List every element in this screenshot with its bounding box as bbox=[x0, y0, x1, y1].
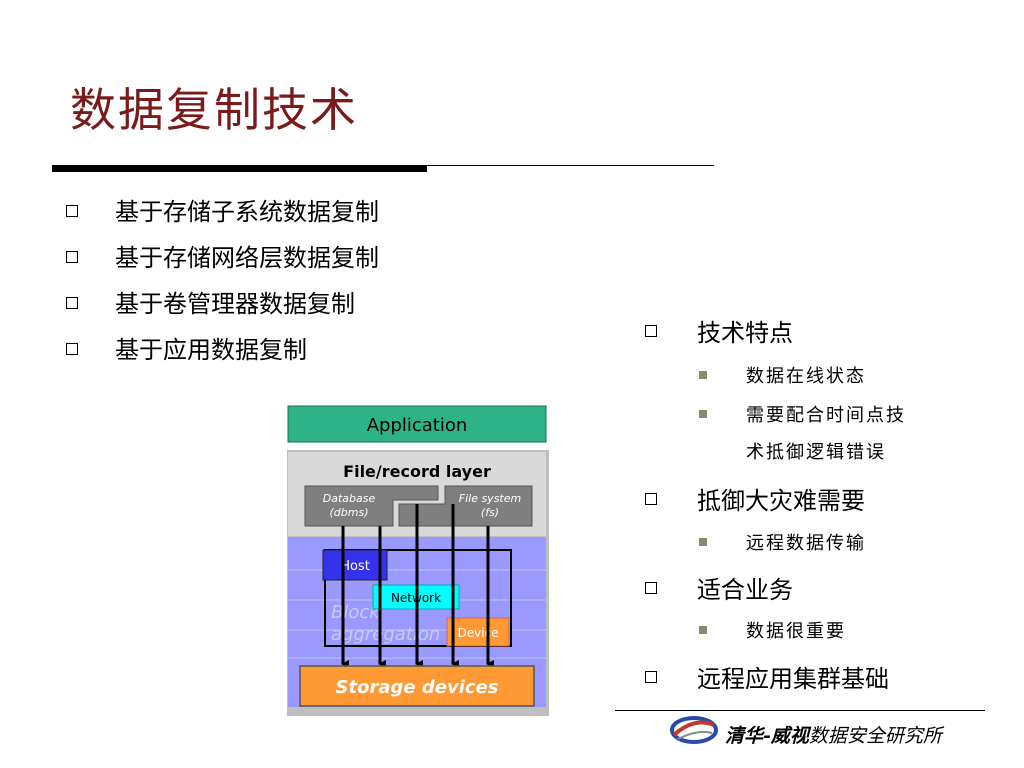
footer-institute: 数据安全研究所 bbox=[808, 725, 942, 747]
footer-brand: 清华-威视 bbox=[725, 725, 809, 747]
bullet-icon bbox=[645, 493, 657, 505]
file-layer-label: File/record layer bbox=[343, 462, 491, 481]
sub-item: 数据很重要 bbox=[746, 621, 846, 642]
right-item-tech-features: 技术特点 bbox=[697, 319, 793, 347]
block-aggregation-label-2: aggregation bbox=[331, 624, 440, 645]
host-label: Host bbox=[340, 559, 370, 574]
bullet-icon bbox=[645, 325, 657, 337]
title-underline-thin bbox=[427, 165, 714, 166]
device-label: Device bbox=[457, 626, 498, 640]
bullet-icon bbox=[66, 205, 78, 217]
storage-layer-diagram: Application File/record layer Database (… bbox=[287, 405, 549, 716]
bullet-icon bbox=[66, 297, 78, 309]
database-label-2: (dbms) bbox=[330, 506, 369, 519]
storage-devices-box bbox=[299, 665, 535, 707]
bullet-icon bbox=[66, 251, 78, 263]
database-filesystem-shape bbox=[304, 485, 439, 527]
bullet-icon bbox=[645, 582, 657, 594]
title-underline-thick bbox=[52, 165, 427, 172]
database-label: Database bbox=[323, 492, 376, 505]
filesystem-label: File system bbox=[459, 492, 521, 505]
bullet-icon bbox=[66, 343, 78, 355]
left-item-2: 基于存储网络层数据复制 bbox=[115, 244, 379, 272]
sub-item: 需要配合时间点技 bbox=[746, 405, 906, 426]
right-item-cluster: 远程应用集群基础 bbox=[697, 665, 889, 693]
host-box bbox=[322, 549, 388, 581]
filesystem-label-2: (fs) bbox=[481, 506, 499, 519]
sub-bullet-icon bbox=[699, 626, 707, 634]
sub-item: 数据在线状态 bbox=[746, 366, 866, 387]
right-item-disaster: 抵御大灾难需要 bbox=[697, 487, 865, 515]
left-item-4: 基于应用数据复制 bbox=[115, 336, 307, 364]
sub-item-continuation: 术抵御逻辑错误 bbox=[746, 442, 886, 463]
sub-item: 远程数据传输 bbox=[746, 533, 866, 554]
bullet-icon bbox=[645, 671, 657, 683]
footer-text: 清华-威视数据安全研究所 bbox=[725, 721, 942, 748]
left-item-3: 基于卷管理器数据复制 bbox=[115, 290, 355, 318]
sub-bullet-icon bbox=[699, 538, 707, 546]
left-item-1: 基于存储子系统数据复制 bbox=[115, 198, 379, 226]
logo-icon bbox=[670, 716, 718, 744]
sub-bullet-icon bbox=[699, 371, 707, 379]
storage-devices-label: Storage devices bbox=[336, 677, 499, 698]
device-box bbox=[446, 617, 510, 647]
application-box bbox=[287, 405, 547, 443]
slide-title: 数据复制技术 bbox=[70, 83, 358, 137]
right-item-business: 适合业务 bbox=[697, 576, 793, 604]
footer-rule bbox=[615, 710, 985, 711]
sub-bullet-icon bbox=[699, 410, 707, 418]
application-label: Application bbox=[367, 415, 468, 436]
